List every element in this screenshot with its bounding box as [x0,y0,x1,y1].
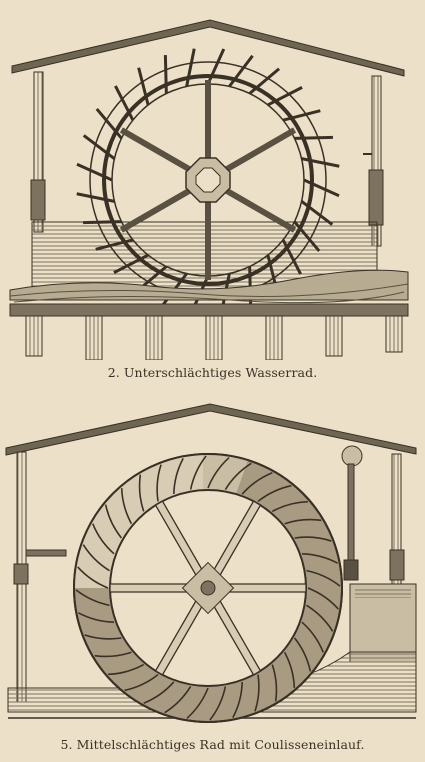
bucket [77,612,115,624]
figure-2-caption: 2. Unterschlächtiges Wasserrad. [107,365,318,380]
roof [5,403,417,456]
bucket [254,674,260,712]
bucket [224,462,252,490]
bucket [186,687,209,719]
foundation-piles [9,303,409,360]
figure-5-caption: 5. Mittelschlächtiges Rad mit Coulissene… [60,737,365,752]
paddle [113,253,149,274]
bucket [94,651,132,658]
water-channel [9,269,409,304]
bucket [271,664,278,702]
bucket [306,569,341,587]
paddle [301,157,340,168]
bucket [306,604,334,632]
bucket-wheel [73,453,343,723]
left-post [30,71,46,233]
bucket [77,566,109,589]
bucket [120,488,133,525]
paddle [293,220,321,253]
paddle [114,85,135,121]
bucket [75,589,110,607]
paddle [281,239,302,275]
bucket [283,651,296,688]
bucket [91,523,115,555]
headrace-channel [349,583,417,663]
bucket [164,686,192,714]
paddle-wheel [76,48,340,312]
bucket [271,500,308,513]
bucket [293,637,312,672]
bucket [209,686,227,721]
paddle [267,86,303,107]
paddle [137,67,150,106]
bucket [82,544,110,572]
bucket [301,621,325,653]
paddle [95,238,134,251]
sluice-gate-rod [341,445,363,581]
bucket [284,518,322,525]
paddle [228,54,254,88]
bucket [124,673,159,692]
bucket [108,663,145,676]
paddle [95,107,123,140]
left-post [13,451,67,703]
right-post [363,75,384,247]
bucket [207,457,230,489]
bucket [143,681,175,705]
undershot-wheel-illustration [9,19,409,360]
paddle [76,192,115,203]
bucket [257,484,292,503]
bucket [241,471,273,495]
bucket [156,464,162,502]
bucket [189,455,207,490]
paddle [248,67,281,95]
paddle [185,48,196,87]
paddle [163,55,168,94]
bucket [172,457,184,495]
breastshot-wheel-illustration [5,403,417,723]
bucket [104,504,123,539]
paddle [82,134,116,160]
paddle [76,162,113,182]
paddle [294,135,333,140]
bucket [307,587,339,610]
bucket [138,474,145,512]
paddle [83,220,122,225]
bucket [232,681,244,719]
paddle [206,48,226,85]
paddle [300,200,334,226]
paddle [282,109,321,122]
paddle [303,178,340,198]
roof [11,19,405,77]
bucket [84,634,122,640]
bucket [294,536,332,542]
right-post [389,453,405,585]
bucket [301,552,339,564]
